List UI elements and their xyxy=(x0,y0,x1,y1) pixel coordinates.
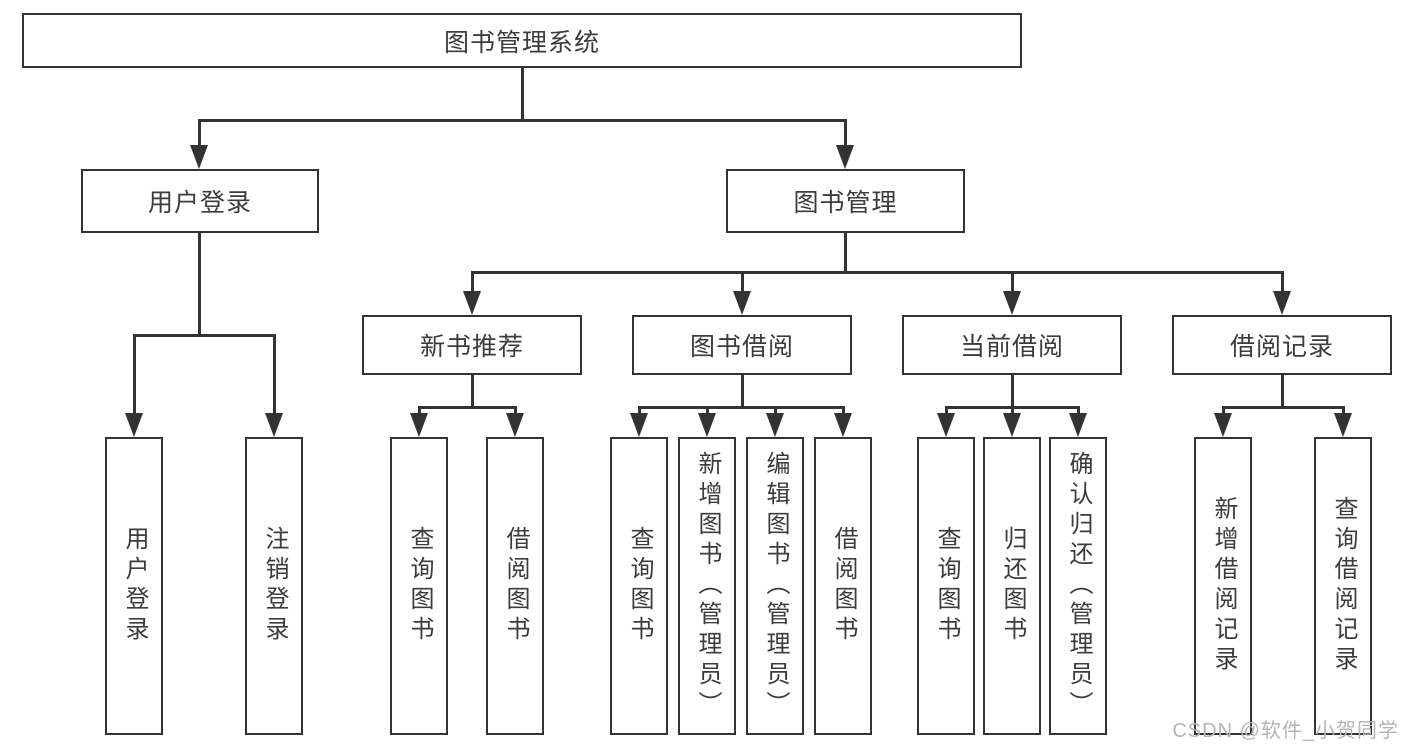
arrowhead-down-icon xyxy=(834,413,852,437)
node-book-borrowing: 图书借阅 xyxy=(632,315,852,375)
leaf-nb-borrow-books-label: 借阅图书 xyxy=(502,526,529,646)
leaf-cb-confirm-return-admin-label: 确认归还（管理员） xyxy=(1065,451,1092,721)
leaf-bb-add-books-admin: 新增图书（管理员） xyxy=(678,437,736,735)
arrowhead-down-icon xyxy=(766,413,784,437)
leaf-bb-query-books: 查询图书 xyxy=(610,437,668,735)
connector-line xyxy=(842,406,845,416)
leaf-cb-query-books-label: 查询图书 xyxy=(933,526,960,646)
connector-line xyxy=(1011,271,1014,295)
connector-line xyxy=(1011,406,1014,416)
csdn-watermark: CSDN @软件_小贺同学 xyxy=(1172,720,1399,742)
connector-line xyxy=(1011,374,1014,408)
arrowhead-down-icon xyxy=(463,291,481,315)
leaf-bb-borrow-books-label: 借阅图书 xyxy=(830,526,857,646)
node-new-book-recommend-label: 新书推荐 xyxy=(419,333,524,361)
arrowhead-down-icon xyxy=(265,413,283,437)
node-user-login: 用户登录 xyxy=(81,169,319,233)
connector-line xyxy=(198,119,201,149)
arrowhead-down-icon xyxy=(1003,413,1021,437)
leaf-br-query-record-label: 查询借阅记录 xyxy=(1330,496,1357,676)
leaf-br-add-record-label: 新增借阅记录 xyxy=(1210,496,1237,676)
leaf-user-login: 用户登录 xyxy=(105,437,163,735)
connector-line xyxy=(418,406,421,416)
leaf-cb-confirm-return-admin: 确认归还（管理员） xyxy=(1049,437,1107,735)
arrowhead-down-icon xyxy=(1214,413,1232,437)
arrowhead-down-icon xyxy=(1003,291,1021,315)
node-borrowing-records-label: 借阅记录 xyxy=(1229,333,1334,361)
arrowhead-down-icon xyxy=(630,413,648,437)
node-book-management: 图书管理 xyxy=(726,169,965,233)
arrowhead-down-icon xyxy=(698,413,716,437)
connector-line xyxy=(774,406,777,416)
arrowhead-down-icon xyxy=(836,145,854,169)
leaf-br-query-record: 查询借阅记录 xyxy=(1314,437,1372,735)
connector-line xyxy=(1342,406,1345,416)
connector-line xyxy=(741,374,744,408)
node-current-borrowing-label: 当前借阅 xyxy=(959,333,1064,361)
arrowhead-down-icon xyxy=(1273,291,1291,315)
leaf-bb-borrow-books: 借阅图书 xyxy=(814,437,872,735)
connector-line xyxy=(844,119,847,149)
arrowhead-down-icon xyxy=(1334,413,1352,437)
leaf-user-login-label: 用户登录 xyxy=(121,526,148,646)
arrowhead-down-icon xyxy=(125,413,143,437)
node-new-book-recommend: 新书推荐 xyxy=(362,315,582,375)
leaf-logout-label: 注销登录 xyxy=(261,526,288,646)
leaf-nb-query-books-label: 查询图书 xyxy=(406,526,433,646)
leaf-nb-query-books: 查询图书 xyxy=(390,437,448,735)
connector-line xyxy=(844,232,847,273)
arrowhead-down-icon xyxy=(937,413,955,437)
node-book-management-system-label: 图书管理系统 xyxy=(443,28,600,57)
connector-line xyxy=(514,406,517,416)
connector-line xyxy=(471,271,1283,274)
leaf-cb-return-books-label: 归还图书 xyxy=(999,526,1026,646)
arrowhead-down-icon xyxy=(506,413,524,437)
connector-line xyxy=(1222,406,1345,409)
leaf-logout: 注销登录 xyxy=(245,437,303,735)
node-book-management-label: 图书管理 xyxy=(793,189,898,217)
leaf-bb-add-books-admin-label: 新增图书（管理员） xyxy=(694,451,721,721)
node-book-management-system: 图书管理系统 xyxy=(22,13,1022,68)
connector-line xyxy=(418,406,517,409)
connector-line xyxy=(521,68,524,121)
connector-line xyxy=(273,334,276,416)
node-borrowing-records: 借阅记录 xyxy=(1172,315,1392,375)
leaf-bb-edit-books-admin-label: 编辑图书（管理员） xyxy=(762,451,789,721)
connector-line xyxy=(198,119,846,122)
arrowhead-down-icon xyxy=(733,291,751,315)
leaf-cb-return-books: 归还图书 xyxy=(983,437,1041,735)
leaf-br-add-record: 新增借阅记录 xyxy=(1194,437,1252,735)
connector-line xyxy=(133,334,136,416)
leaf-cb-query-books: 查询图书 xyxy=(917,437,975,735)
connector-line xyxy=(1222,406,1225,416)
connector-line xyxy=(1281,374,1284,408)
connector-line xyxy=(471,271,474,295)
connector-line xyxy=(945,406,948,416)
node-user-login-label: 用户登录 xyxy=(147,189,252,217)
arrowhead-down-icon xyxy=(1069,413,1087,437)
connector-line xyxy=(471,374,474,408)
leaf-nb-borrow-books: 借阅图书 xyxy=(486,437,544,735)
leaf-bb-edit-books-admin: 编辑图书（管理员） xyxy=(746,437,804,735)
connector-line xyxy=(1281,271,1284,295)
connector-line xyxy=(638,406,845,409)
node-book-borrowing-label: 图书借阅 xyxy=(689,333,794,361)
arrowhead-down-icon xyxy=(410,413,428,437)
arrowhead-down-icon xyxy=(190,145,208,169)
connector-line xyxy=(198,232,201,336)
connector-line xyxy=(706,406,709,416)
leaf-bb-query-books-label: 查询图书 xyxy=(626,526,653,646)
connector-line xyxy=(133,334,276,337)
connector-line xyxy=(1077,406,1080,416)
node-current-borrowing: 当前借阅 xyxy=(902,315,1122,375)
connector-line xyxy=(638,406,641,416)
connector-line xyxy=(741,271,744,295)
